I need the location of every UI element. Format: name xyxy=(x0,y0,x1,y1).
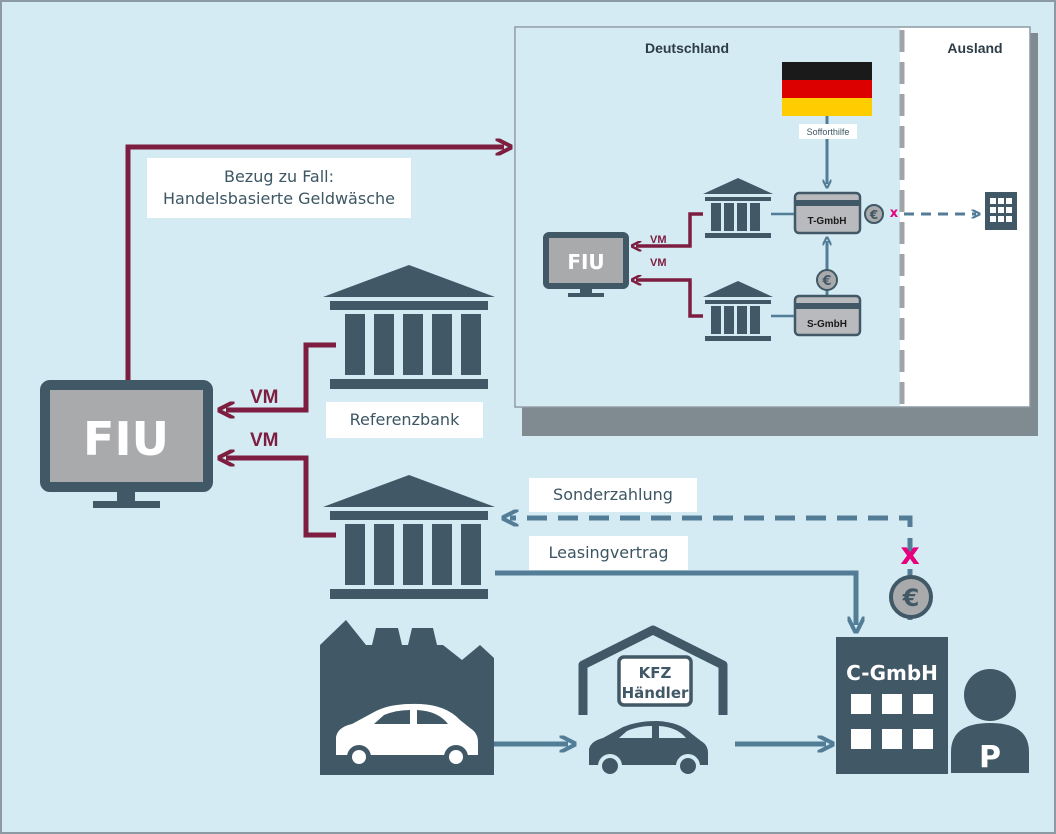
vm-arrow-main-top xyxy=(226,342,336,410)
euro-coin-inset-right xyxy=(864,204,884,224)
reference-bank-label: Referenzbank xyxy=(326,402,483,438)
leasing-contract-label: Leasingvertrag xyxy=(529,536,688,570)
flag-label: Sofforthilfe xyxy=(807,127,850,137)
vm-label-main-bottom: VM xyxy=(250,430,279,451)
s-gmbh-label: S-GmbH xyxy=(807,319,847,330)
case-reference-line1: Bezug zu Fall: xyxy=(223,167,335,186)
euro-symbol-main: € xyxy=(902,584,920,612)
special-payment-label: Sonderzahlung xyxy=(529,478,697,512)
c-gmbh-building xyxy=(836,637,948,774)
fiu-monitor-main xyxy=(40,380,213,508)
block-mark-main: x xyxy=(900,537,919,572)
euro-coin-main xyxy=(889,575,933,619)
s-gmbh-card xyxy=(793,294,862,337)
case-reference-arrow xyxy=(125,147,504,380)
inset-panel: Deutschland Ausland Sofforthilfe T-GmbH … xyxy=(514,26,1038,436)
fiu-label-main: FIU xyxy=(83,412,169,466)
vm-label-inset-top: VM xyxy=(650,234,667,246)
bank-icon-inset-bottom xyxy=(703,281,773,341)
bank-icon-leasing xyxy=(323,475,495,599)
fiu-label-inset: FIU xyxy=(567,250,604,274)
company-label: C-GmbH xyxy=(846,661,938,685)
region-foreign-label: Ausland xyxy=(947,40,1002,56)
vm-arrow-main-bottom xyxy=(226,458,336,538)
region-germany-label: Deutschland xyxy=(645,40,729,56)
bank-icon-inset-top xyxy=(703,178,773,238)
dealer-label-line2: Händler xyxy=(622,684,689,702)
t-gmbh-label: T-GmbH xyxy=(808,216,847,227)
car-icon-dealer xyxy=(589,721,708,778)
leasing-contract-arrow xyxy=(495,570,856,625)
flag-label-box xyxy=(799,124,857,139)
person-icon xyxy=(951,669,1029,773)
dealer-label-line1: KFZ xyxy=(639,664,672,682)
euro-symbol-inset-right: € xyxy=(869,208,878,222)
t-gmbh-card xyxy=(793,191,862,235)
vm-label-main-top: VM xyxy=(250,387,279,408)
bank-icon-reference xyxy=(323,265,495,389)
person-label: P xyxy=(979,740,1001,775)
car-icon-factory xyxy=(336,703,478,769)
euro-symbol-inset-mid: € xyxy=(821,274,831,289)
case-reference-line2: Handelsbasierte Geldwäsche xyxy=(163,189,395,208)
case-reference-label: Bezug zu Fall: Handelsbasierte Geldwäsch… xyxy=(147,158,411,218)
car-dealer-icon xyxy=(578,625,728,715)
foreign-building-icon xyxy=(985,192,1017,230)
german-flag xyxy=(782,62,872,116)
vm-arrow-inset-bottom xyxy=(636,280,703,318)
vm-arrow-inset-top xyxy=(636,212,703,246)
euro-coin-inset-mid xyxy=(816,269,838,291)
block-mark-inset: x xyxy=(890,206,899,221)
fiu-monitor-inset xyxy=(543,232,629,297)
vm-label-inset-bottom: VM xyxy=(650,257,667,269)
